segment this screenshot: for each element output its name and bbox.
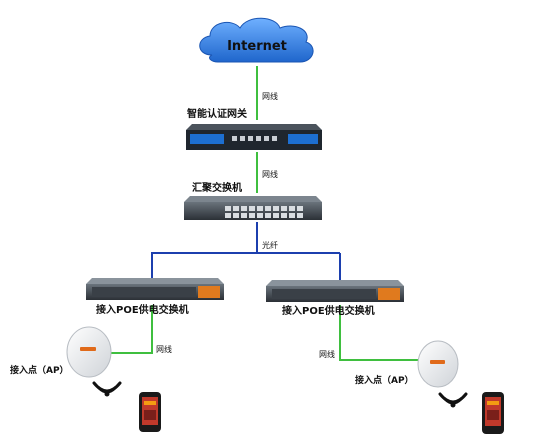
link-label-internet-gateway: 网线 <box>262 91 278 101</box>
access-point-device-left <box>66 326 112 378</box>
ap-right-label: 接入点（AP） <box>355 374 414 386</box>
poe-right-label: 接入POE供电交换机 <box>282 304 375 317</box>
poe-switch-device-left <box>86 278 224 300</box>
cloud-icon <box>199 17 314 63</box>
wifi-icon-left <box>92 381 122 397</box>
access-point-device-right <box>417 340 459 388</box>
phone-icon-left <box>139 392 161 432</box>
link-poe-right-ap <box>339 305 418 361</box>
gateway-label: 智能认证网关 <box>187 107 247 120</box>
link-label-poe-left-ap: 网线 <box>156 344 172 354</box>
link-label-aggregation-poe: 光纤 <box>262 240 278 250</box>
poe-left-label: 接入POE供电交换机 <box>96 303 189 316</box>
wifi-icon-right <box>438 392 468 408</box>
phone-icon-right <box>482 392 504 434</box>
link-poe-left-ap <box>110 305 153 354</box>
link-aggregation-poe <box>151 222 258 278</box>
poe-switch-device-right <box>266 280 404 302</box>
link-label-gateway-aggregation: 网线 <box>262 169 278 179</box>
link-label-poe-right-ap: 网线 <box>319 349 335 359</box>
ap-left-label: 接入点（AP） <box>10 364 69 376</box>
aggregation-label: 汇聚交换机 <box>192 181 242 194</box>
gateway-device <box>186 124 322 150</box>
internet-label: Internet <box>227 39 287 54</box>
switch-device <box>184 196 322 220</box>
